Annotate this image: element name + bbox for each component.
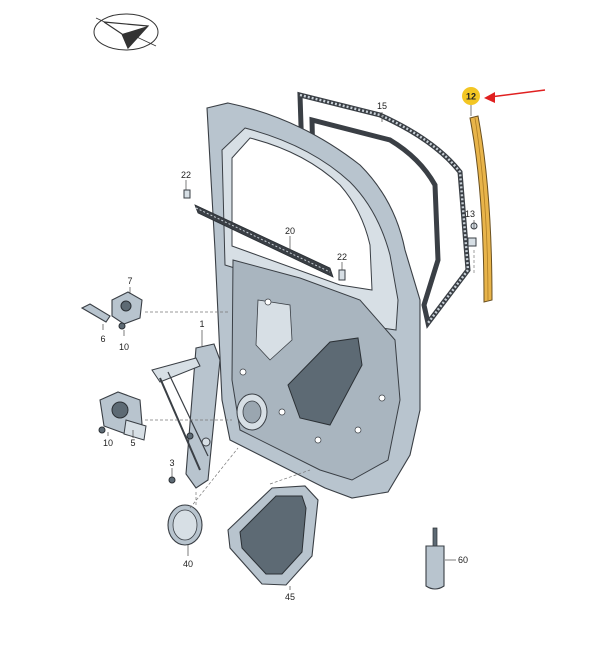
clip-13 bbox=[467, 220, 478, 247]
callout-22a: 22 bbox=[181, 170, 191, 180]
clip-22a bbox=[183, 189, 191, 199]
callout-5: 5 bbox=[130, 438, 135, 448]
highlight-arrow-icon bbox=[484, 89, 546, 103]
callout-22b: 22 bbox=[337, 252, 347, 262]
window-regulator-1 bbox=[151, 343, 221, 489]
callout-10b: 10 bbox=[103, 438, 113, 448]
callout-40: 40 bbox=[183, 559, 193, 569]
window-motor-5 bbox=[99, 391, 147, 441]
callout-10a: 10 bbox=[119, 342, 129, 352]
callout-3: 3 bbox=[169, 458, 174, 468]
cap-40 bbox=[167, 504, 203, 546]
sealant-bottle-60 bbox=[425, 527, 445, 590]
callout-1: 1 bbox=[199, 319, 204, 329]
guide-rail-12 bbox=[469, 115, 493, 303]
callout-45: 45 bbox=[285, 592, 295, 602]
window-motor-7 bbox=[111, 291, 143, 325]
screw-10b bbox=[98, 426, 106, 434]
screw-10a bbox=[118, 322, 126, 330]
orientation-arrow-icon bbox=[93, 13, 159, 51]
callout-12: 12 bbox=[466, 92, 476, 102]
clip-22b bbox=[338, 269, 346, 281]
callout-15: 15 bbox=[377, 101, 387, 111]
callout-6: 6 bbox=[100, 334, 105, 344]
callout-20: 20 bbox=[285, 226, 295, 236]
callout-13: 13 bbox=[465, 209, 475, 219]
callout-60: 60 bbox=[458, 555, 468, 565]
foil-45 bbox=[227, 485, 319, 586]
callout-badge-12 bbox=[462, 87, 480, 105]
door-shell bbox=[206, 102, 421, 499]
window-strip-20 bbox=[194, 204, 334, 278]
callout-7: 7 bbox=[127, 276, 132, 286]
crank-handle-6 bbox=[80, 303, 111, 323]
